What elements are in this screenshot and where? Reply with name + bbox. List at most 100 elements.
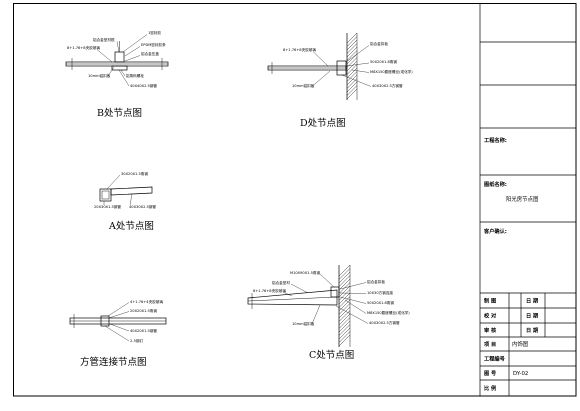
wall-hatch-line (338, 310, 351, 322)
detail-c-note-2: 铝合金型材 (272, 280, 290, 285)
leader-line (345, 45, 370, 63)
wall-hatch-line (346, 43, 358, 54)
leader-line (104, 325, 130, 342)
sheet-border (13, 3, 577, 397)
detail-a-note-1: 30X20X1.5角钢 (121, 171, 148, 176)
wall-hatch-line (338, 334, 351, 347)
wall-hatch-line (346, 50, 358, 61)
detail-joint-note-2: 20X20X1.5角钢 (130, 308, 157, 313)
detail-c-note-8: 10mm铝扣板 (292, 321, 315, 326)
wall-hatch-line (346, 74, 358, 86)
detail-d-note-4: M8X150膨胀螺丝(或化学) (370, 69, 413, 74)
detail-b-note-2: 铝合金型材框 (93, 37, 115, 42)
leader-line (96, 49, 113, 63)
wall-bracket (336, 60, 347, 76)
checker-label: 校 对 (484, 312, 497, 320)
drawing-number: DY-02 (513, 371, 528, 377)
detail-c-note-6: 50X20X1.8角钢 (367, 300, 394, 305)
detail-c-title: C处节点图 (309, 349, 354, 361)
wall-hatch-line (338, 324, 351, 336)
wall-hatch-line (338, 268, 351, 280)
wall-hatch-line (346, 67, 358, 79)
wall-hatch-line (346, 46, 358, 58)
wall-hatch-line (338, 264, 351, 277)
wall-hatch-line (346, 88, 358, 100)
detail-c-note-1: M10X90X1.5角钢 (290, 270, 320, 275)
detail-c-note-3: 8+1.76+8夹胶玻璃 (253, 288, 286, 293)
wall-hatch-line (346, 32, 358, 44)
detail-d-note-5: 10mm铝扣板 (292, 83, 315, 88)
project-label: 项 目 (484, 340, 496, 348)
leader-line (319, 273, 335, 288)
leader-line (341, 74, 372, 87)
detail-b-note-3: 8+1.76+8夹胶玻璃 (67, 45, 100, 50)
wall-hatch-line (346, 71, 358, 82)
wall-hatch-line (338, 317, 351, 329)
wall-hatch-line (338, 313, 351, 326)
drafter-label: 制 图 (484, 297, 496, 305)
wall-hatch-line (346, 85, 358, 96)
beam-tube (110, 186, 153, 196)
leader-line (108, 311, 130, 319)
leader-line (120, 69, 126, 77)
wall-hatch-line (338, 303, 351, 315)
client-confirm-label: 客户确认: (483, 227, 507, 235)
wall-hatch-line (338, 278, 351, 291)
reviewer-date-label: 日 期 (526, 326, 538, 334)
detail-b-note-5: 铝合金压盖 (141, 51, 159, 56)
detail-d-notes: 8+1.76+8夹胶玻璃铝合金扣板50X20X1.8角钢M8X150膨胀螺丝(或… (283, 41, 413, 88)
detail-d-title: D处节点图 (300, 117, 346, 129)
detail-b-note-1: 1密封胶 (148, 30, 161, 35)
wall-hatch-line (346, 53, 358, 65)
wall-hatch-line (346, 64, 358, 75)
project-value: 内饰图 (512, 340, 528, 348)
joint-detail-title: 方管连接节点图 (80, 356, 147, 368)
leader-line (311, 304, 321, 325)
square-tube-inner (101, 190, 110, 200)
wall-hatch-line (338, 296, 351, 308)
leader-line (345, 62, 370, 67)
wall-hatch-line (346, 36, 358, 47)
leader-line (116, 41, 120, 53)
glass-interlayer (247, 296, 338, 302)
leader-line (344, 299, 367, 314)
detail-b-note-7: 铝角码螺栓 (126, 73, 144, 78)
drawing-number-label: 图 号 (484, 369, 496, 377)
detail-joint-note-3: 40X20X1.5钢管 (130, 328, 157, 333)
lower-profile (111, 65, 128, 71)
leader-line (311, 70, 331, 87)
drafter-date-label: 日 期 (526, 297, 538, 305)
detail-c-note-7: M8X150膨胀螺丝(或化学) (367, 310, 410, 315)
cap-profile (114, 51, 125, 63)
wall-section (346, 32, 358, 100)
detail-b-note-4: EPDM密封胶条 (141, 42, 166, 47)
detail-d-note-3: 50X20X1.8角钢 (370, 59, 397, 64)
leader-line (107, 66, 115, 77)
leader-line (109, 323, 130, 332)
leader-line (351, 69, 370, 73)
drawing-name: 阳光房节点图 (506, 195, 538, 203)
detail-c-note-4: 铝合金扣板 (367, 279, 385, 284)
wall-hatch-line (346, 39, 358, 51)
leader-line (122, 34, 148, 53)
leader-line (312, 51, 329, 67)
detail-c-note-5: 10X30方钢连接 (367, 290, 393, 295)
detail-b-note-6: 10mm铝扣板 (88, 73, 111, 78)
leader-line (339, 296, 367, 304)
wall-hatch-line (338, 331, 351, 343)
title-block: 工程名称: 图纸名称: 阳光房节点图 客户确认: 制 图 日 期 校 对 日 期… (479, 3, 576, 396)
detail-c-note-9: 40X30X2.5方钢管 (369, 320, 400, 325)
leader-line (339, 292, 367, 294)
leader-line (335, 305, 369, 324)
wall-hatch-line (338, 327, 351, 340)
detail-d-note-2: 铝合金扣板 (370, 41, 388, 46)
reviewer-label: 审 核 (484, 326, 497, 334)
leader-line (124, 46, 141, 57)
wall-hatch-line (338, 320, 351, 333)
